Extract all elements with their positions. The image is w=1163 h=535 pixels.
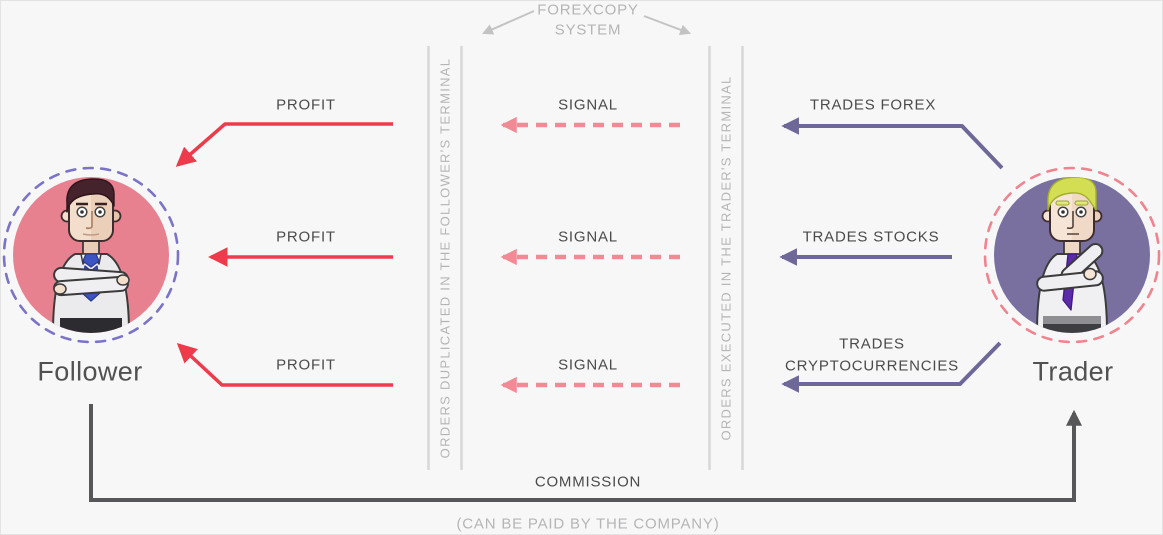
trades-crypto-arrow — [781, 341, 1002, 393]
trades-forex-arrow — [781, 117, 1004, 170]
trades-forex-label: TRADES FOREX — [809, 96, 937, 114]
trades-stocks-label: TRADES STOCKS — [802, 228, 940, 246]
trader-avatar — [983, 166, 1161, 344]
signal-label-1: SIGNAL — [558, 96, 618, 114]
trader-label: Trader — [1032, 356, 1114, 387]
trades-crypto-label-line2: CRYPTOCURRENCIES — [785, 357, 959, 375]
system-title-line2: SYSTEM — [554, 21, 622, 39]
trader-terminal-label: ORDERS EXECUTED IN THE TRADER'S TERMINAL — [718, 75, 734, 441]
signal-label-2: SIGNAL — [558, 228, 618, 246]
follower-dashed-ring — [2, 166, 180, 344]
commission-arrow — [89, 404, 1082, 502]
follower-label: Follower — [37, 356, 143, 387]
terminal-bar-lines — [427, 46, 744, 470]
follower-terminal-label: ORDERS DUPLICATED IN THE FOLLOWER'S TERM… — [437, 57, 453, 459]
system-pointer-right-arrow — [643, 15, 692, 36]
profit-label-3: PROFIT — [276, 356, 336, 374]
profit-arrow-1 — [175, 122, 393, 167]
trader-dashed-ring — [983, 166, 1161, 344]
profit-label-1: PROFIT — [276, 96, 336, 114]
system-title-line1: FOREXCOPY — [537, 1, 639, 19]
commission-label: COMMISSION — [534, 473, 642, 491]
trader-figure — [1036, 177, 1108, 333]
follower-avatar — [2, 166, 180, 344]
profit-label-2: PROFIT — [276, 228, 336, 246]
follower-figure — [52, 178, 130, 333]
system-pointer-left-arrow — [481, 10, 535, 35]
signal-label-3: SIGNAL — [558, 356, 618, 374]
trades-crypto-label-line1: TRADES — [839, 335, 905, 353]
profit-arrow-3 — [176, 342, 393, 387]
commission-note: (CAN BE PAID BY THE COMPANY) — [456, 515, 720, 533]
